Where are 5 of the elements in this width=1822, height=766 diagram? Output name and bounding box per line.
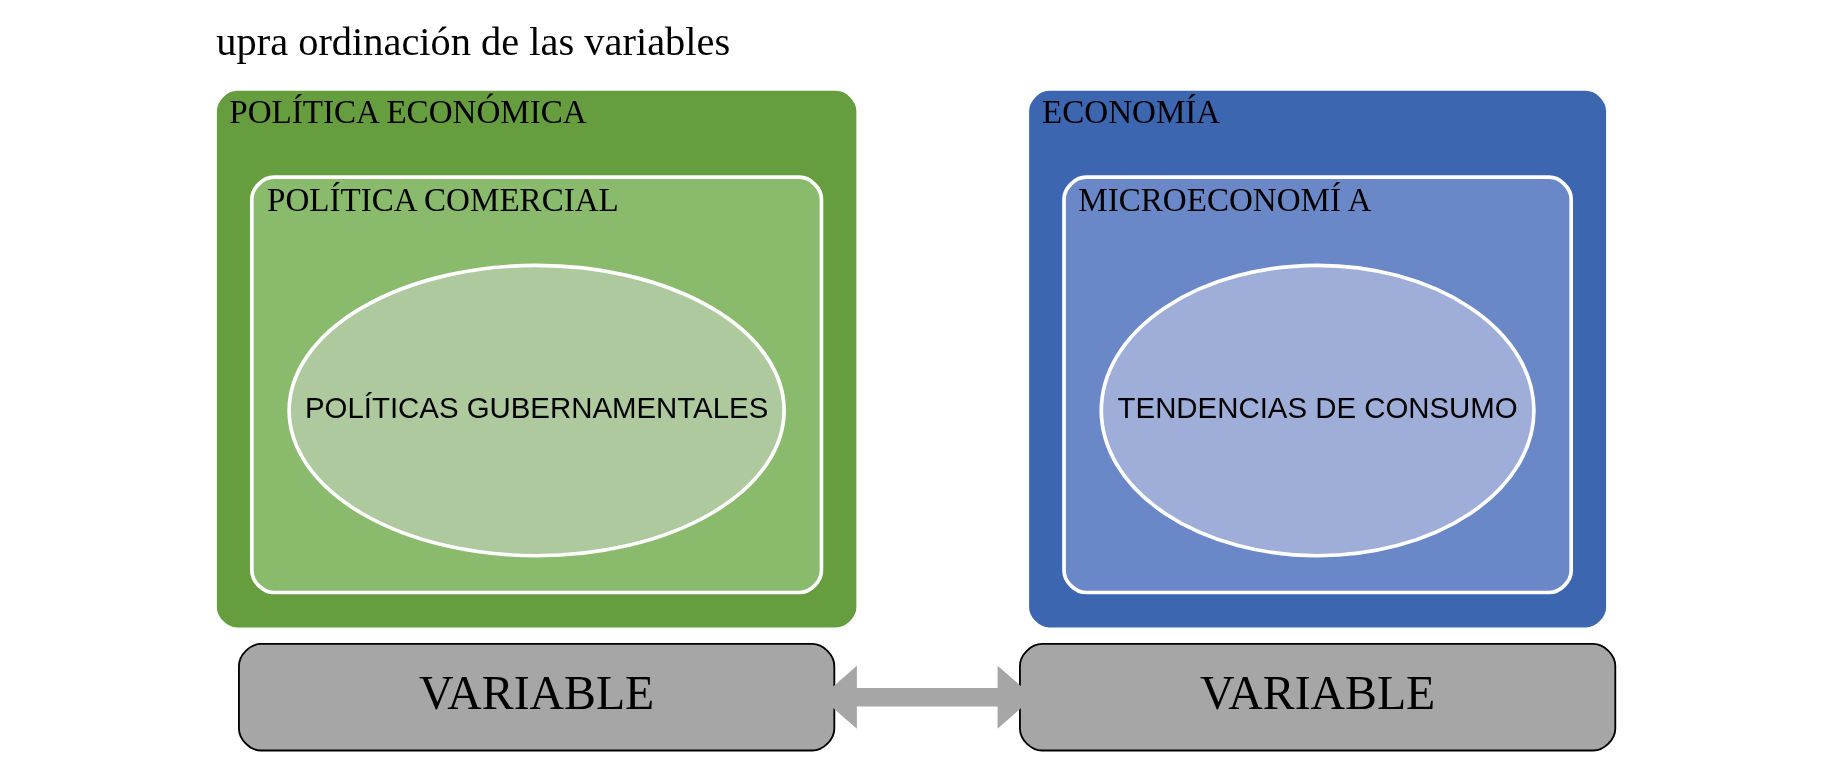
node-box: VARIABLE (1018, 643, 1616, 752)
node-box: VARIABLE (237, 643, 835, 752)
node-ellipse: TENDENCIAS DE CONSUMO (1098, 263, 1536, 558)
diagram-title: upra ordinación de las variables (215, 19, 730, 65)
node-ellipse: POLÍTICAS GUBERNAMENTALES (286, 263, 786, 558)
